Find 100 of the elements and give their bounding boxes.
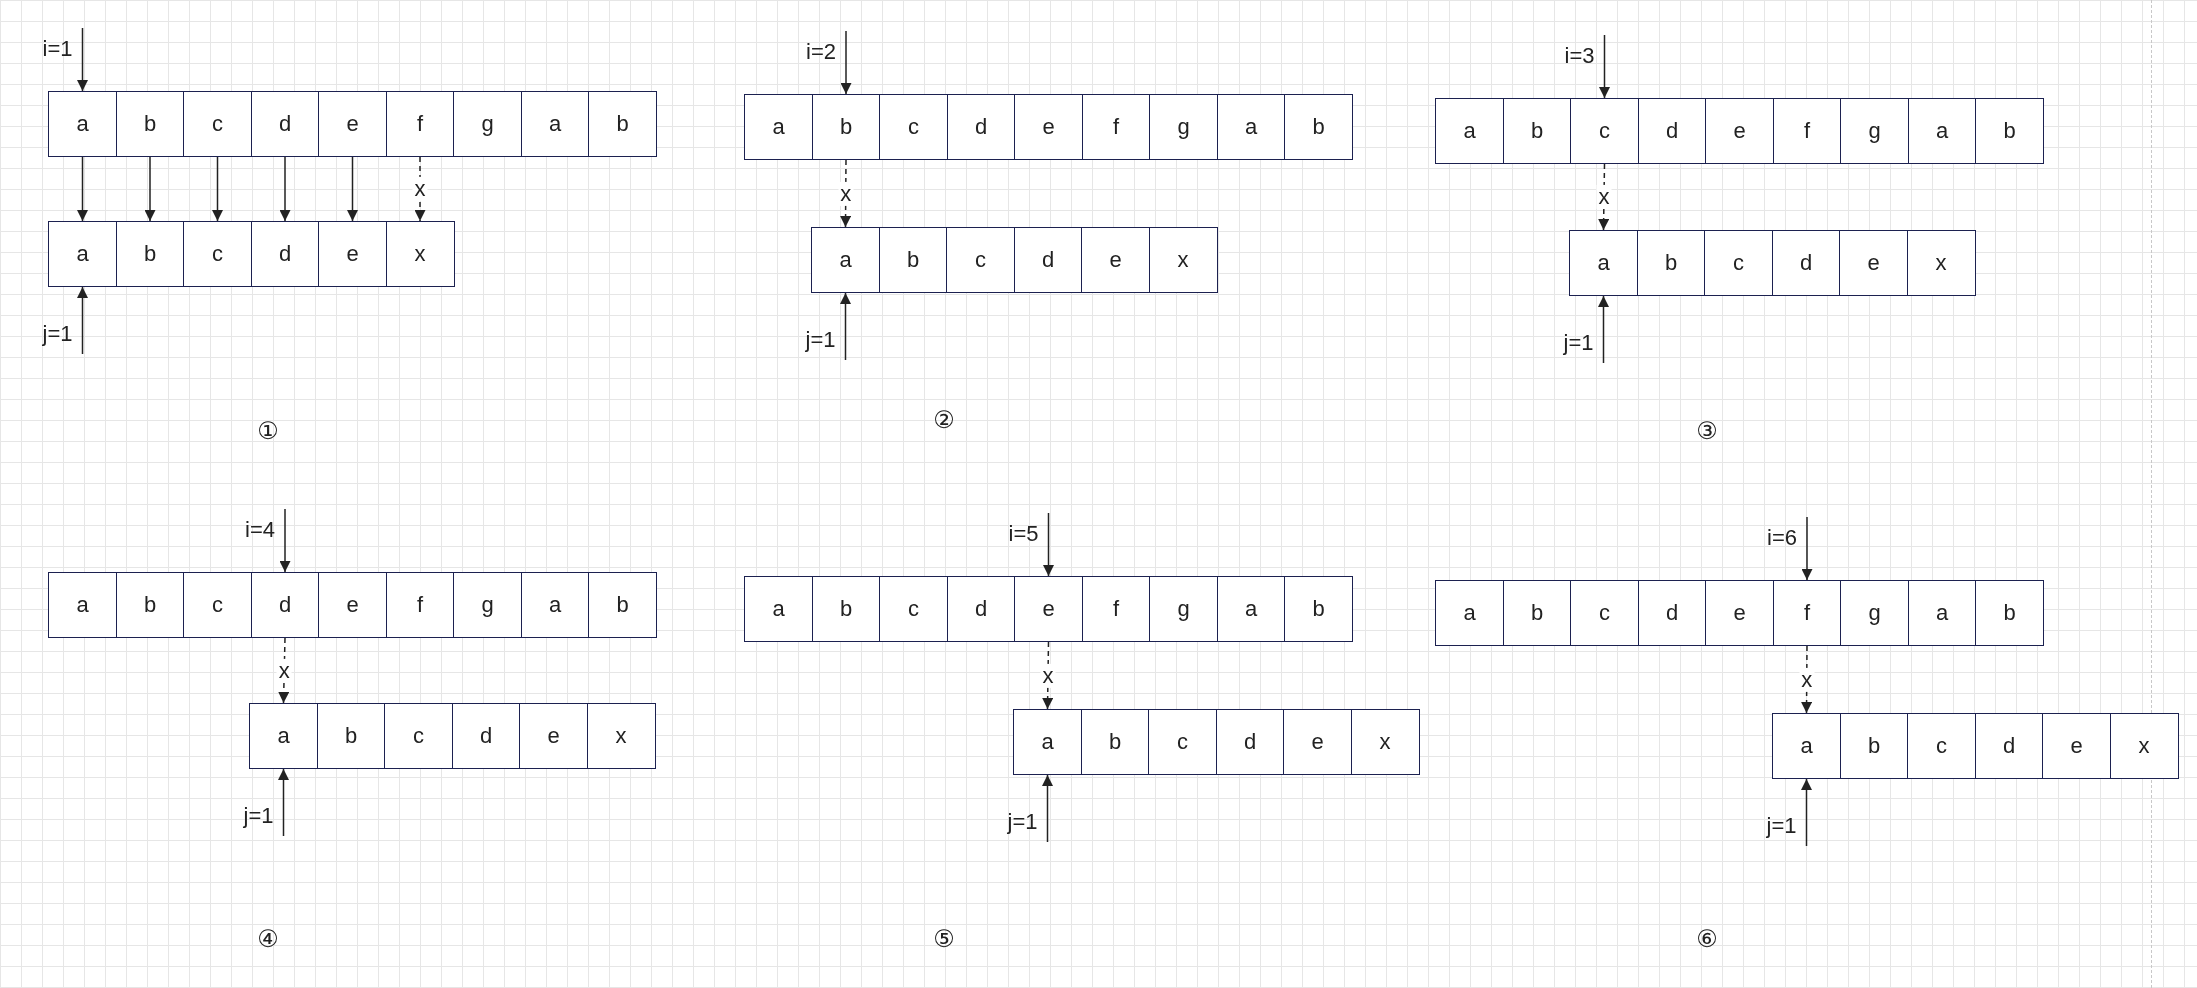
array-cell: b — [811, 576, 881, 642]
array-cell: c — [879, 94, 948, 160]
array-cell: c — [1907, 713, 1976, 779]
array-cell: g — [1149, 576, 1218, 642]
array-cell: a — [520, 572, 590, 638]
array-cell: x — [2109, 713, 2179, 779]
pointer-label: j=1 — [1766, 813, 1797, 839]
array-cell: d — [1013, 227, 1083, 293]
array-cell: a — [249, 703, 318, 769]
array-cell: b — [1080, 709, 1150, 775]
pointer-label: i=3 — [1564, 43, 1595, 69]
array-cell: g — [1840, 580, 1909, 646]
array-cell: b — [1284, 576, 1353, 642]
array-cell: c — [183, 572, 252, 638]
arrow — [279, 156, 291, 222]
array-cell: f — [1772, 580, 1842, 646]
array-cell: b — [1975, 98, 2044, 164]
array-cell: x — [1906, 230, 1976, 296]
array-cell: e — [1014, 94, 1083, 160]
array-cell: b — [316, 703, 386, 769]
array-cell: a — [1435, 580, 1504, 646]
array-cell: d — [1974, 713, 2044, 779]
array-cell: d — [946, 576, 1016, 642]
array-cell: a — [1772, 713, 1841, 779]
array-cell: d — [1637, 98, 1707, 164]
array-cell: a — [1435, 98, 1504, 164]
edge-label: x — [1799, 667, 1815, 692]
pointer-label: i=4 — [245, 517, 275, 543]
array-cell: c — [946, 227, 1015, 293]
array-cell: x — [385, 221, 455, 287]
array-cell: d — [250, 91, 320, 157]
array-cell: b — [1502, 98, 1572, 164]
array-cell: b — [115, 221, 185, 287]
array-cell: f — [385, 572, 455, 638]
step-number: ① — [257, 417, 279, 445]
array-cell: a — [1907, 98, 1977, 164]
array-cell: a — [520, 91, 590, 157]
array-cell: a — [48, 221, 117, 287]
array-cell: c — [183, 221, 252, 287]
array-cell: b — [1502, 580, 1572, 646]
pointer-arrow — [279, 508, 291, 573]
array-cell: d — [1215, 709, 1285, 775]
edge-label: x — [838, 181, 854, 206]
array-cell: a — [48, 572, 117, 638]
pointer-arrow — [1598, 295, 1609, 364]
pointer-label: j=1 — [1563, 330, 1594, 356]
pointer-label: i=6 — [1767, 525, 1797, 551]
array-cell: c — [879, 576, 948, 642]
array-cell: d — [1637, 580, 1707, 646]
array-cell: d — [946, 94, 1016, 160]
array-cell: c — [384, 703, 453, 769]
pointer-arrow — [77, 27, 88, 92]
array-cell: e — [1705, 580, 1774, 646]
pointer-arrow — [1043, 512, 1054, 577]
step-number: ③ — [1696, 417, 1718, 445]
array-cell: d — [250, 221, 320, 287]
array-cell: a — [1216, 94, 1286, 160]
pointer-arrow — [1801, 778, 1812, 847]
pointer-arrow — [1801, 516, 1813, 581]
pointer-label: i=5 — [1008, 521, 1039, 547]
arrow — [347, 156, 358, 222]
array-cell: d — [250, 572, 320, 638]
array-cell: f — [1081, 576, 1151, 642]
step-number: ④ — [257, 925, 279, 953]
array-cell: e — [1081, 227, 1150, 293]
array-cell: e — [318, 91, 387, 157]
array-cell: f — [1772, 98, 1842, 164]
pointer-label: i=2 — [806, 39, 836, 65]
arrow — [77, 156, 88, 222]
array-cell: a — [48, 91, 117, 157]
pointer-arrow — [77, 286, 88, 355]
array-cell: b — [115, 572, 185, 638]
pointer-label: j=1 — [243, 803, 274, 829]
array-cell: e — [1705, 98, 1774, 164]
arrow — [144, 156, 156, 222]
step-number: ⑥ — [1696, 925, 1718, 953]
step-number: ⑤ — [933, 925, 955, 953]
array-cell: b — [1975, 580, 2044, 646]
array-cell: b — [878, 227, 948, 293]
array-cell: f — [1081, 94, 1151, 160]
array-cell: c — [1570, 580, 1639, 646]
pointer-label: i=1 — [42, 36, 73, 62]
array-cell: b — [811, 94, 881, 160]
array-cell: b — [1839, 713, 1909, 779]
array-cell: b — [588, 91, 657, 157]
pointer-label: j=1 — [1007, 809, 1038, 835]
array-cell: b — [588, 572, 657, 638]
array-cell: b — [115, 91, 185, 157]
array-cell: b — [1636, 230, 1706, 296]
array-cell: c — [183, 91, 252, 157]
pointer-label: j=1 — [42, 321, 73, 347]
array-cell: b — [1284, 94, 1353, 160]
array-cell: a — [1907, 580, 1977, 646]
edge-label: x — [1040, 663, 1056, 688]
array-cell: g — [453, 572, 522, 638]
array-cell: x — [586, 703, 656, 769]
array-cell: a — [744, 576, 813, 642]
array-cell: e — [519, 703, 588, 769]
array-cell: c — [1704, 230, 1773, 296]
array-cell: e — [1283, 709, 1352, 775]
